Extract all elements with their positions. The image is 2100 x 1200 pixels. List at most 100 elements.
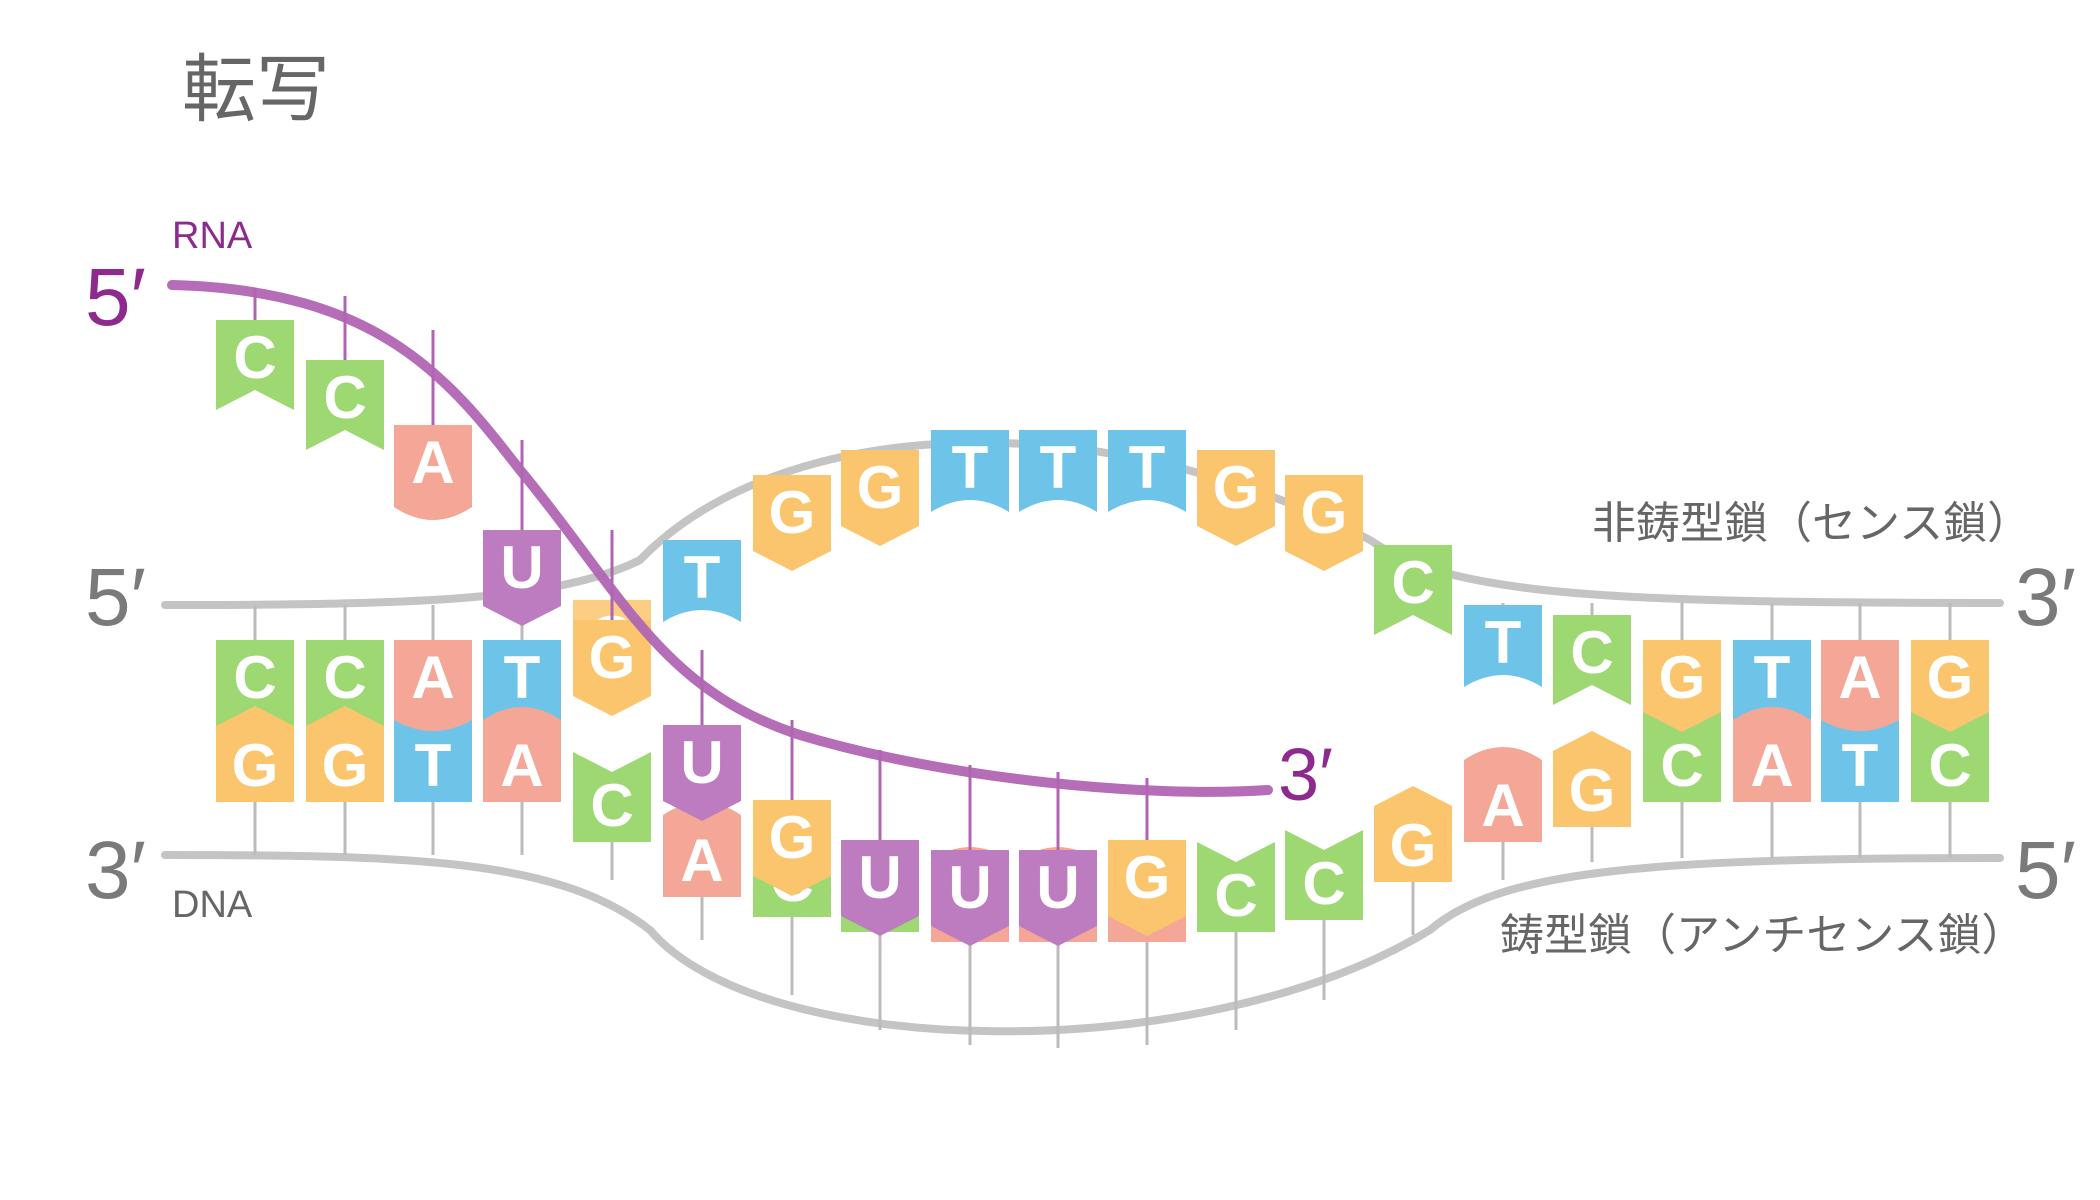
sense-base-letter-7: G [857,454,904,521]
rna-nucleotide-9: U [1019,772,1097,946]
sense-base-letter-16: G [1659,644,1706,711]
template-3-prime-label: 3′ [85,825,146,916]
sense-base-letter-17: T [1754,644,1791,711]
sense-base-letter-11: G [1213,454,1260,521]
template-base-letter-1: G [322,732,369,799]
sense-base-letter-10: T [1129,434,1166,501]
rna-base-letter-9: U [1036,854,1079,921]
sense-base-letter-6: G [769,479,816,546]
rna-base-letter-10: G [1124,844,1171,911]
template-nucleotide-0: G [216,706,294,855]
sense-base-shape-3 [483,640,561,722]
template-base-letter-14: A [1481,772,1524,839]
template-nucleotide-16: C [1643,712,1721,858]
sense-base-letter-18: A [1838,644,1881,711]
rna-base-shape-4 [573,620,651,716]
template-base-shape-4 [573,752,651,842]
rna-label: RNA [172,215,253,257]
template-base-shape-11 [1197,842,1275,932]
template-base-letter-17: A [1750,732,1793,799]
template-base-letter-3: A [500,732,543,799]
sense-nucleotide-18: A [1821,603,1899,735]
rna-base-shape-7 [841,840,919,936]
template-base-letter-15: G [1569,757,1616,824]
rna-base-letter-1: C [323,364,366,431]
template-nucleotide-17: A [1733,707,1811,858]
sense-base-letter-5: T [684,544,721,611]
sense-nucleotide-9: T [1019,430,1097,512]
rna-nucleotide-10: G [1108,778,1186,936]
sense-nucleotide-13: C [1374,545,1452,635]
rna-nucleotide-2: A [394,330,472,520]
rna-base-letter-7: U [858,844,901,911]
rna-nucleotide-1: C [306,296,384,450]
template-base-letter-11: C [1214,862,1257,929]
rna-nucleotide-4: G [573,530,651,716]
template-base-shape-14 [1464,747,1542,842]
template-nucleotide-19: C [1911,712,1989,858]
sense-3-prime-label: 3′ [2015,552,2076,643]
sense-base-shape-14 [1464,605,1542,687]
sense-base-letter-0: C [233,644,276,711]
sense-base-letter-13: C [1391,549,1434,616]
template-base-letter-13: G [1390,812,1437,879]
template-nucleotide-11: C [1197,842,1275,1030]
rna-base-shape-9 [1019,850,1097,946]
sense-base-letter-19: G [1927,644,1974,711]
sense-base-shape-15 [1553,615,1631,705]
rna-base-shape-6 [753,800,831,896]
template-nucleotide-4: C [573,752,651,880]
sense-nucleotide-11: G [1197,450,1275,546]
rna-base-shape-8 [931,850,1009,946]
rna-nucleotide-6: G [753,720,831,896]
sense-base-letter-2: A [411,644,454,711]
sense-base-shape-7 [841,450,919,546]
template-nucleotide-3: A [483,707,561,855]
sense-nucleotide-0: C [216,605,294,730]
rna-base-shape-0 [216,320,294,410]
rna-base-shape-1 [306,360,384,450]
template-nucleotide-5: A [663,802,741,940]
template-base-letter-16: C [1660,732,1703,799]
rna-base-letter-0: C [233,324,276,391]
sense-nucleotide-5: T [663,540,741,622]
template-nucleotide-1: G [306,706,384,855]
rna-base-shape-3 [483,530,561,626]
sense-base-shape-19 [1911,640,1989,736]
sense-base-letter-9: T [1040,434,1077,501]
template-nucleotide-12: C [1285,830,1363,1000]
template-nucleotide-2: T [394,720,472,855]
sense-base-letter-12: G [1301,479,1348,546]
sense-base-shape-6 [753,475,831,571]
template-base-letter-5: A [680,827,723,894]
template-base-letter-2: T [415,732,452,799]
template-base-shape-18 [1821,720,1899,802]
sense-nucleotide-12: G [1285,475,1363,571]
rna-base-letter-3: U [500,534,543,601]
sense-base-letter-14: T [1485,609,1522,676]
template-base-letter-4: C [590,772,633,839]
rna-nucleotide-5: U [663,650,741,821]
sense-nucleotide-8: T [931,430,1009,512]
sense-base-shape-12 [1285,475,1363,571]
template-base-letter-12: C [1302,850,1345,917]
sense-base-shape-16 [1643,640,1721,736]
template-base-shape-2 [394,720,472,802]
rna-base-letter-5: U [680,729,723,796]
sense-base-letter-8: T [952,434,989,501]
sense-nucleotide-10: T [1108,430,1186,512]
sense-base-shape-9 [1019,430,1097,512]
template-base-letter-0: G [232,732,279,799]
rna-base-shape-5 [663,725,741,821]
sense-base-shape-0 [216,640,294,730]
sense-nucleotide-3: T [483,605,561,722]
rna-base-shape-2 [394,425,472,520]
rna-3-prime-label: 3′ [1278,733,1333,816]
rna-base-letter-8: U [948,854,991,921]
sense-nucleotide-16: G [1643,603,1721,736]
template-base-shape-1 [306,706,384,802]
dna-label: DNA [172,884,253,926]
rna-nucleotide-0: C [216,288,294,410]
sense-base-shape-11 [1197,450,1275,546]
